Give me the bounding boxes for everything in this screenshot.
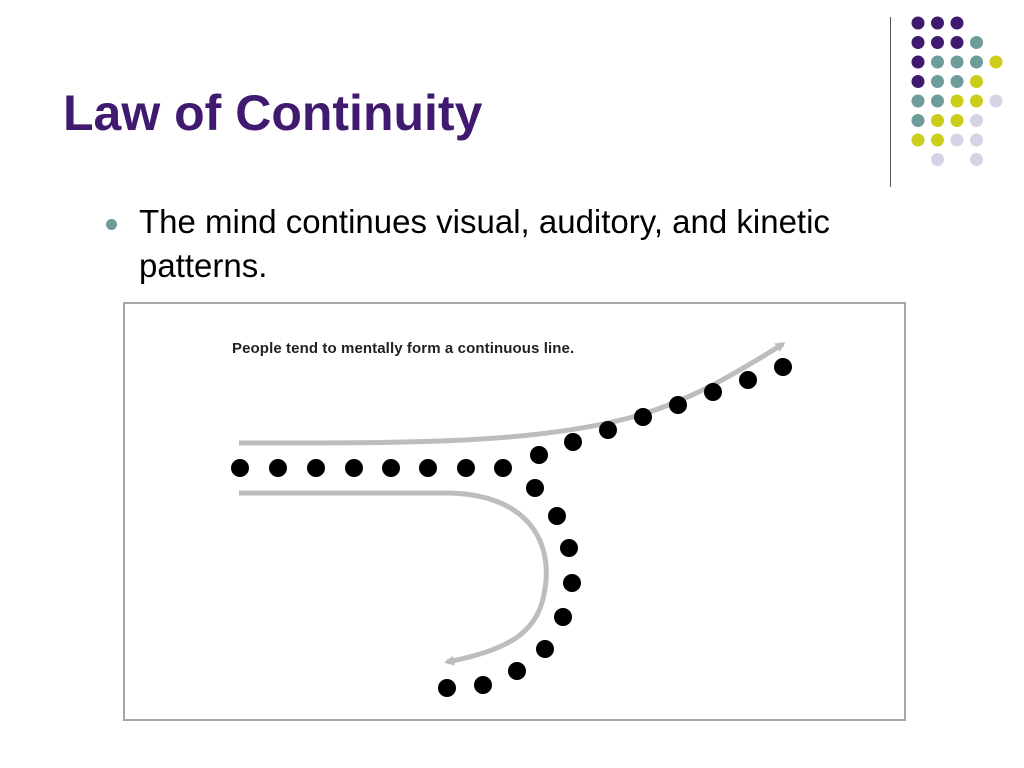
figure-dot [345,459,363,477]
decor-dot-lavender [931,153,944,166]
bullet-text: The mind continues visual, auditory, and… [139,203,830,284]
decor-dot-lavender [970,114,983,127]
decor-dot-purple [911,16,925,30]
decor-dot-teal [931,55,944,69]
figure-dot [704,383,722,401]
decor-dot-yellow [931,114,944,127]
decor-dot-teal [950,75,964,88]
bullet-item: The mind continues visual, auditory, and… [100,200,900,288]
figure-dot [457,459,475,477]
figure-dot [563,574,581,592]
figure-dot [231,459,249,477]
continuity-figure: People tend to mentally form a continuou… [123,302,906,721]
dot-sequence [231,358,792,697]
figure-dot [564,433,582,451]
decor-dot-yellow [931,133,944,147]
figure-dot [739,371,757,389]
decor-dot-teal [931,75,944,88]
figure-dot [474,676,492,694]
decor-dot-yellow [911,133,925,147]
upper-curve-arrow [238,341,786,446]
decor-dot-yellow [970,94,983,108]
decor-dot-lavender [950,133,964,147]
decor-dot-teal [911,94,925,108]
figure-dot [269,459,287,477]
decor-dot-teal [950,55,964,69]
figure-dot [508,662,526,680]
figure-dot [494,459,512,477]
decor-dot-purple [911,55,925,69]
figure-caption: People tend to mentally form a continuou… [232,340,575,357]
lower-curve-arrow [239,490,549,666]
figure-dot [599,421,617,439]
figure-dot [774,358,792,376]
decor-dot-purple [911,36,925,49]
decor-dot-teal [970,55,983,69]
decor-dot-yellow [950,94,964,108]
continuity-illustration [231,341,792,697]
decor-dot-yellow [989,55,1003,69]
decor-dot-purple [950,36,964,49]
decor-dot-lavender [970,153,983,166]
slide-title: Law of Continuity [63,85,483,141]
decor-dot-yellow [970,75,983,88]
figure-dot [307,459,325,477]
decor-dot-lavender [989,94,1003,108]
decor-dot-purple [911,75,925,88]
figure-dot [634,408,652,426]
decor-dot-teal [931,94,944,108]
decor-dot-purple [931,16,944,30]
decor-dot-lavender [970,133,983,147]
figure-dot [548,507,566,525]
figure-dot [382,459,400,477]
figure-dot [526,479,544,497]
figure-dot [419,459,437,477]
figure-dot [560,539,578,557]
figure-dot [530,446,548,464]
figure-dot [554,608,572,626]
decor-dot-purple [931,36,944,49]
figure-dot [438,679,456,697]
decor-dot-purple [950,16,964,30]
decor-dot-teal [911,114,925,127]
figure-dot [536,640,554,658]
decor-dot-yellow [950,114,964,127]
figure-dot [669,396,687,414]
decor-dot-teal [970,36,983,49]
vertical-divider [890,17,891,187]
bullet-list: The mind continues visual, auditory, and… [100,200,900,288]
bullet-dot-icon [106,219,117,230]
